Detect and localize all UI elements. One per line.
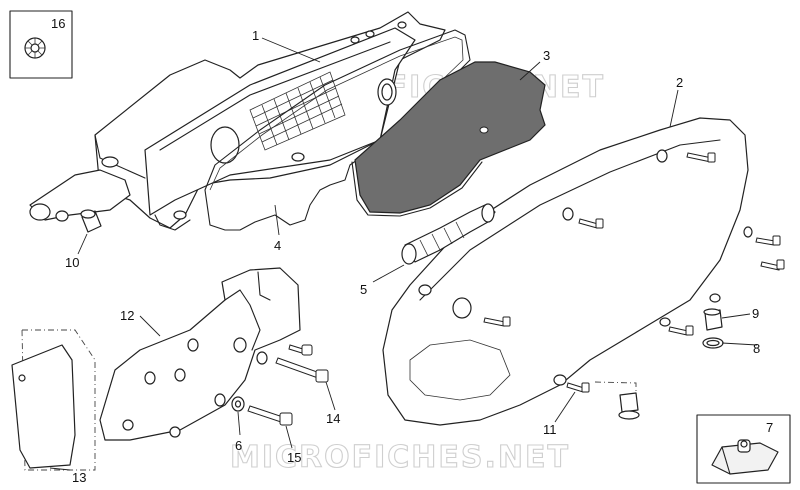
part-13-panel	[11, 329, 96, 471]
callouts: 16 1 3 2 4 10 5 12 9 8 14 11 7 6 15 13	[51, 16, 773, 485]
callout-12: 12	[120, 308, 134, 323]
clip-nut-icon	[711, 439, 779, 475]
callout-11: 11	[543, 422, 557, 437]
screw-icon	[483, 316, 511, 327]
screw-icon	[566, 382, 590, 393]
callout-10: 10	[65, 255, 79, 270]
callout-6: 6	[235, 438, 242, 453]
screw-icon	[275, 357, 329, 383]
part-4-gasket	[204, 29, 471, 231]
callout-3: 3	[543, 48, 550, 63]
callout-4: 4	[274, 238, 281, 253]
callout-9: 9	[752, 306, 759, 321]
part-9-spacer	[703, 308, 723, 331]
callout-5: 5	[360, 282, 367, 297]
callout-16: 16	[51, 16, 65, 31]
bolts-14	[275, 344, 329, 383]
part-10-bushing	[80, 209, 102, 233]
callout-15: 15	[287, 450, 301, 465]
callout-8: 8	[753, 341, 760, 356]
part-2-airbox-cover	[382, 117, 753, 426]
screw-icon	[578, 218, 604, 229]
part-7-inset	[696, 414, 791, 484]
cover-screws	[483, 152, 785, 393]
part-12-bracket	[99, 267, 301, 441]
callout-2: 2	[676, 75, 683, 90]
watermark-bottom: MICROFICHES.NET	[230, 440, 570, 475]
washer-6	[231, 396, 245, 412]
callout-13: 13	[72, 470, 86, 485]
callout-14: 14	[326, 411, 340, 426]
callout-7: 7	[766, 420, 773, 435]
leader-lines	[49, 37, 758, 471]
callout-1: 1	[252, 28, 259, 43]
part-16-inset	[9, 10, 73, 79]
screw-icon	[755, 235, 781, 246]
screw-icon	[668, 325, 694, 336]
screw-icon	[288, 344, 313, 356]
part-5-intake-duct	[401, 203, 496, 265]
washer-icon	[24, 37, 46, 59]
screw-icon	[686, 152, 716, 163]
part-3-air-filter	[351, 61, 546, 217]
screw-icon	[760, 259, 785, 271]
part-8-clamp	[702, 337, 724, 349]
part-11-detail	[594, 381, 640, 420]
bolt-15	[247, 405, 293, 426]
